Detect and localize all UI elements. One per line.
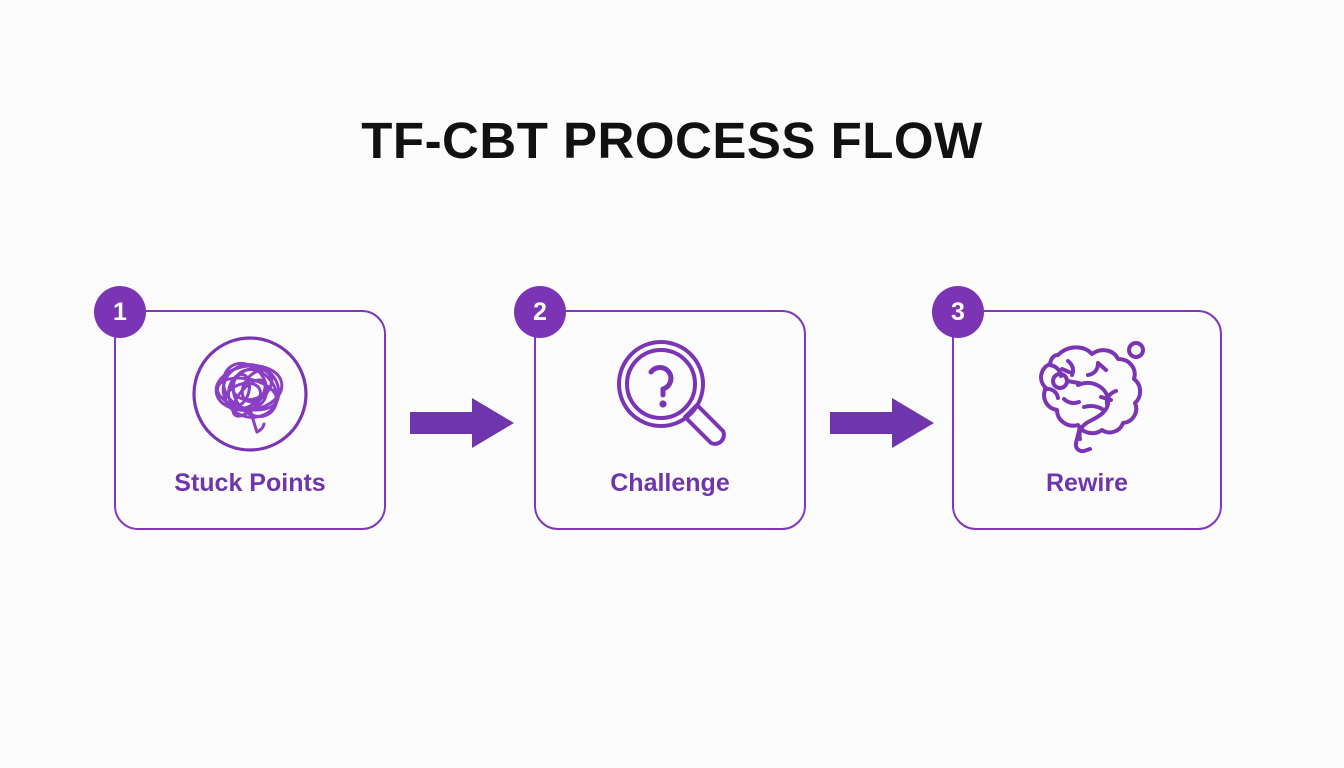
right-arrow-icon-1 [410,398,514,448]
tangled-thoughts-icon [116,334,384,454]
step-number-badge-3: 3 [932,286,984,338]
right-arrow-icon-2 [830,398,934,448]
flow-step-label-1: Stuck Points [174,469,326,497]
flow-step-label-2: Challenge [610,469,730,497]
magnifier-question-icon [536,334,804,454]
brain-icon [954,334,1220,454]
flow-step-card-1[interactable]: 1 Stuck Poi [94,286,386,530]
flow-step-label-3: Rewire [1046,469,1128,497]
flow-step-card-2[interactable]: 2 Challenge [514,286,806,530]
flow-step-card-3[interactable]: 3 Rewire [932,286,1222,530]
process-flow-diagram: 1 Stuck Poi [0,286,1344,540]
step-number-badge-1: 1 [94,286,146,338]
page-title: TF-CBT PROCESS FLOW [361,112,983,169]
step-number-badge-2: 2 [514,286,566,338]
